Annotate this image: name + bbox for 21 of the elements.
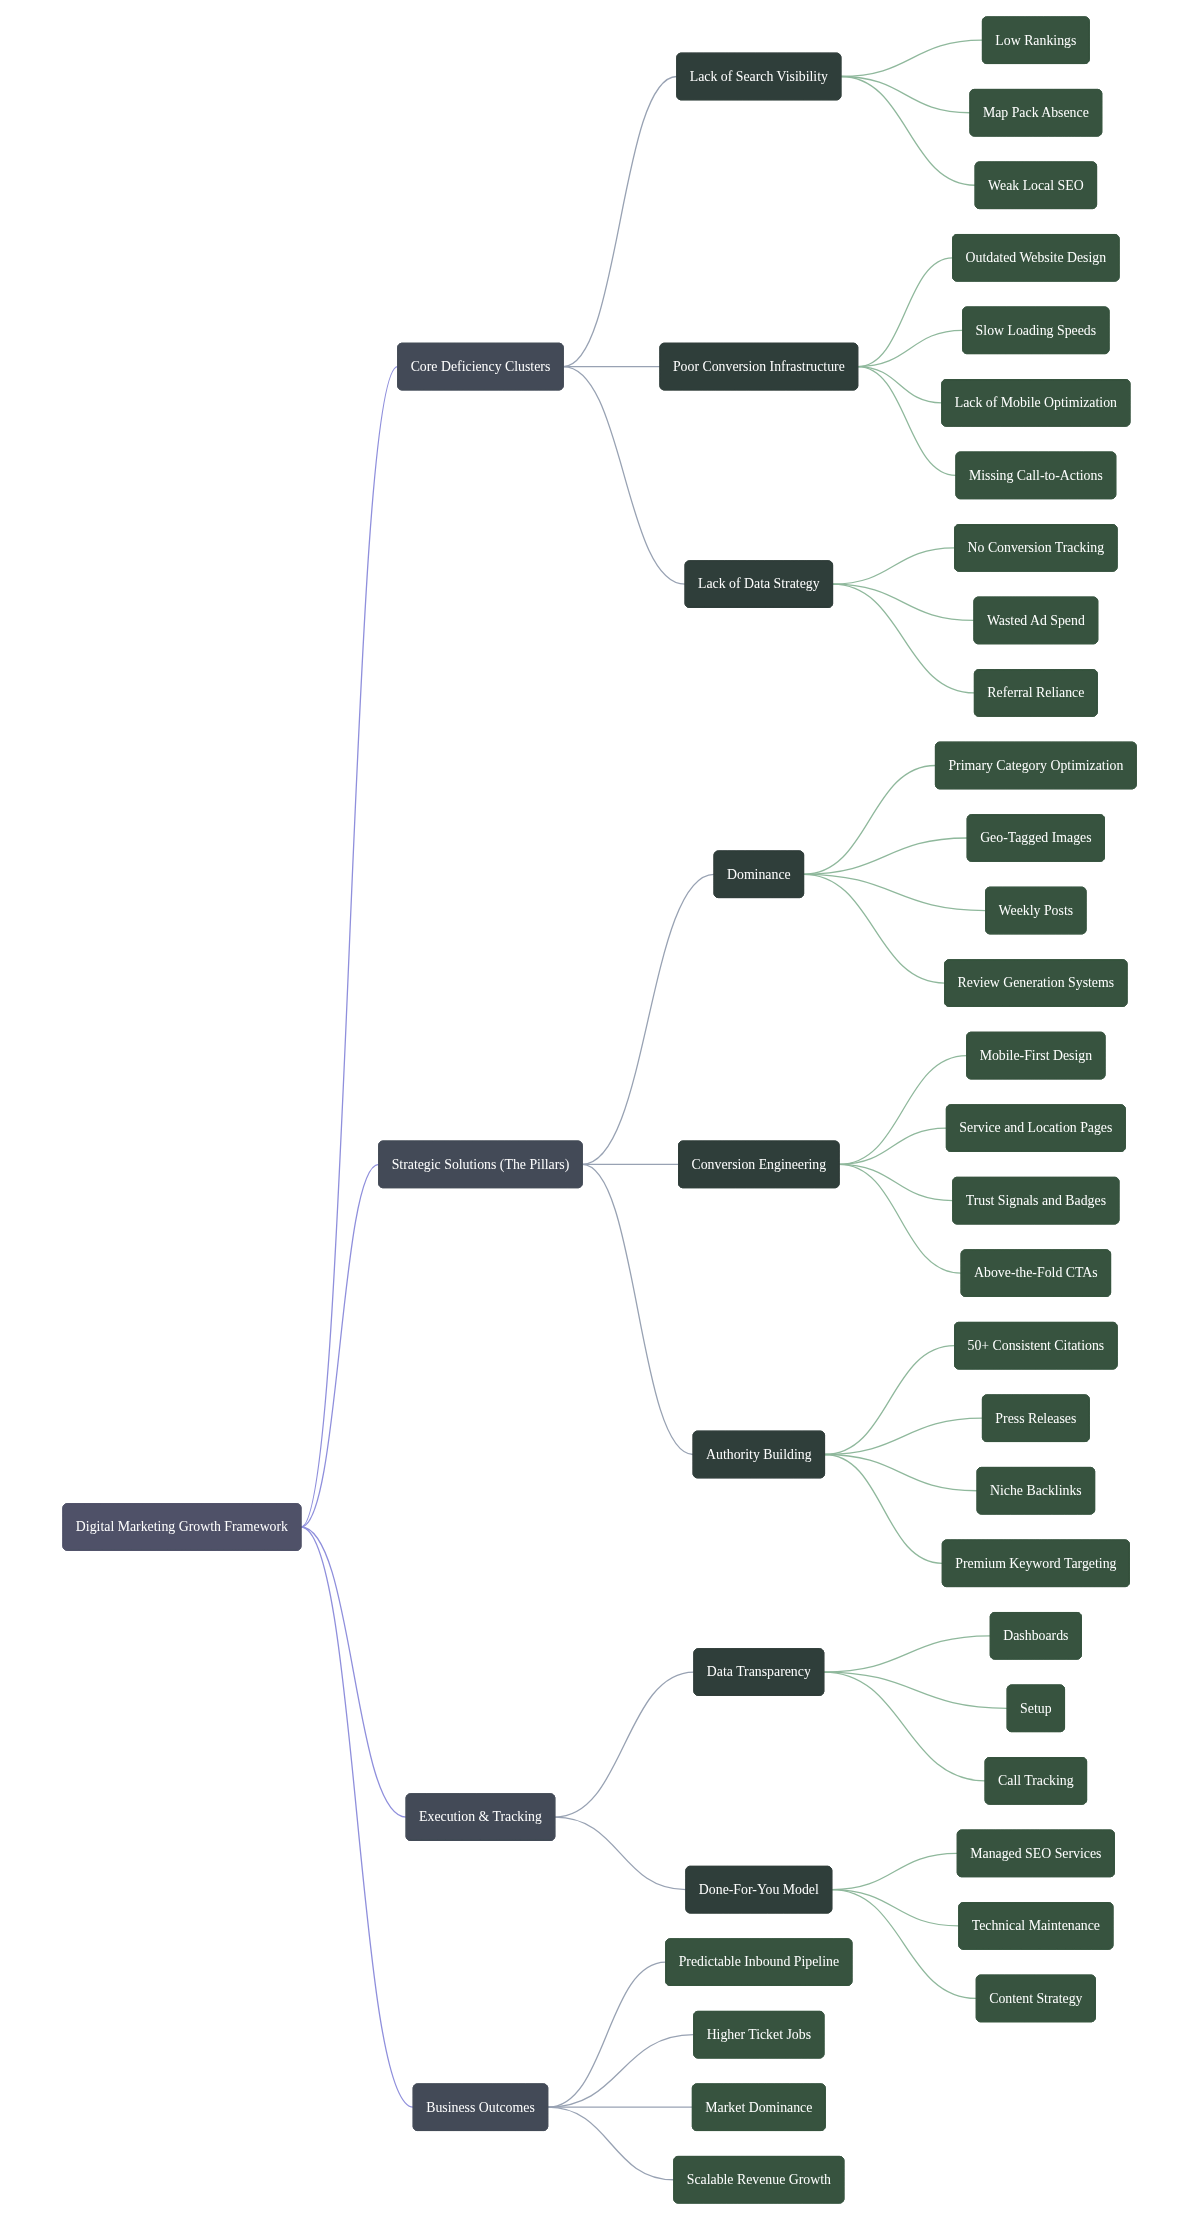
connector bbox=[300, 365, 399, 1528]
connector bbox=[582, 1163, 695, 1456]
connector bbox=[554, 1671, 695, 1818]
connector bbox=[832, 583, 976, 694]
connector bbox=[547, 2034, 695, 2108]
connector bbox=[857, 365, 957, 477]
connector bbox=[823, 1671, 987, 1782]
connector bbox=[838, 1163, 963, 1274]
connector bbox=[831, 1889, 978, 2000]
connector bbox=[554, 1816, 687, 1891]
connector bbox=[823, 1671, 1009, 1709]
connector bbox=[582, 873, 716, 1166]
connector bbox=[300, 1526, 415, 2108]
connector bbox=[832, 547, 956, 585]
connector bbox=[563, 75, 678, 368]
connector bbox=[824, 1453, 944, 1564]
connector bbox=[803, 873, 946, 984]
connector bbox=[840, 75, 977, 186]
connector bbox=[563, 365, 687, 585]
connector bbox=[803, 764, 937, 875]
connector bbox=[300, 1163, 380, 1528]
